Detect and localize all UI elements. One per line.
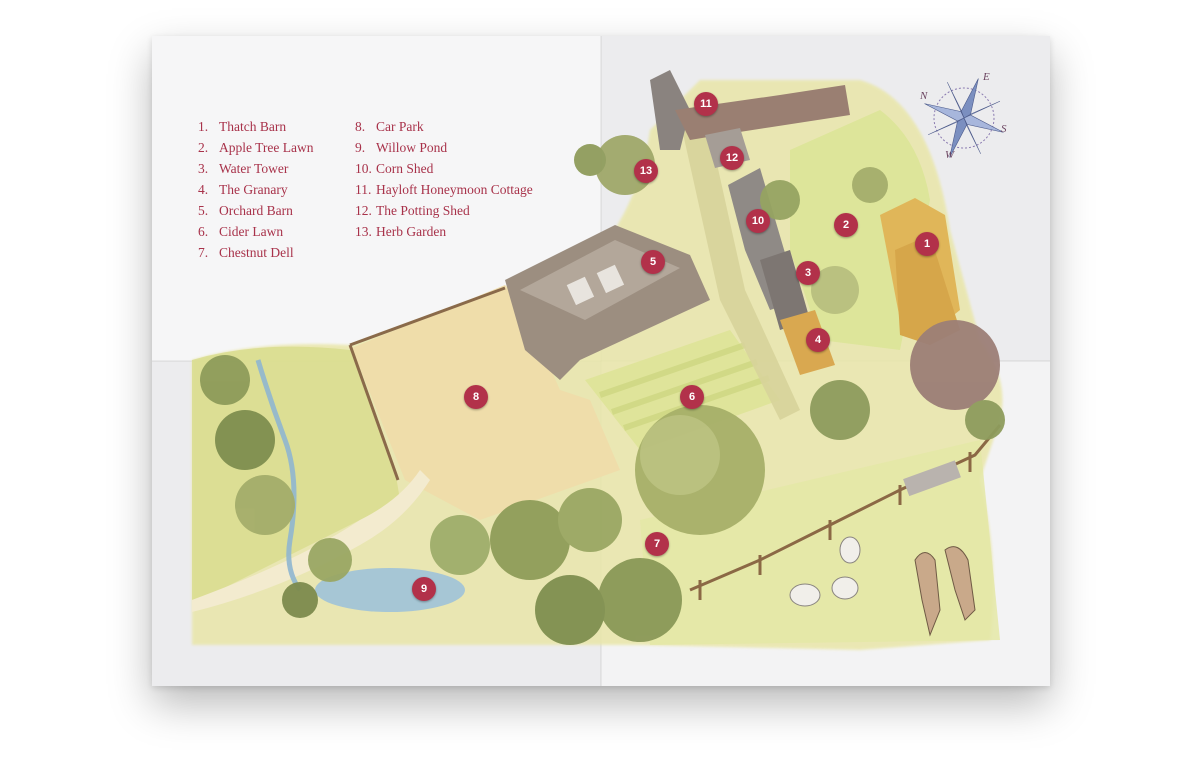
legend-column-1: 1. Thatch Barn 2. Apple Tree Lawn 3. Water … xyxy=(198,116,314,263)
legend-item[interactable]: 10. Corn Shed xyxy=(355,158,533,179)
map-pin-willow-pond[interactable]: 9 xyxy=(412,577,436,601)
legend-item[interactable]: 13. Herb Garden xyxy=(355,221,533,242)
stream xyxy=(255,359,303,592)
car-park-fence-left xyxy=(348,344,400,481)
footpath xyxy=(192,470,430,612)
map-pin-corn-shed[interactable]: 10 xyxy=(746,209,770,233)
map-pin-orchard-barn[interactable]: 5 xyxy=(641,250,665,274)
car-park-fence xyxy=(349,286,506,347)
legend-label: Corn Shed xyxy=(376,161,434,176)
legend-label: Herb Garden xyxy=(376,224,447,239)
legend-item[interactable]: 1. Thatch Barn xyxy=(198,116,314,137)
compass-north-label: N xyxy=(919,90,928,102)
map-pin-cider-lawn[interactable]: 6 xyxy=(680,385,704,409)
farm-lane xyxy=(680,110,800,420)
map-pin-herb-garden[interactable]: 13 xyxy=(634,159,658,183)
legend-column-2: 8. Car Park 9. Willow Pond 10. Corn Shed 11… xyxy=(355,116,533,242)
map-pin-apple-tree-lawn[interactable]: 2 xyxy=(834,213,858,237)
legend-item[interactable]: 7. Chestnut Dell xyxy=(198,242,314,263)
map-pin-car-park[interactable]: 8 xyxy=(464,385,488,409)
legend-item[interactable]: 3. Water Tower xyxy=(198,158,314,179)
left-field xyxy=(192,346,400,600)
water-trough xyxy=(903,460,961,497)
legend-item[interactable]: 6. Cider Lawn xyxy=(198,221,314,242)
legend-number: 8. xyxy=(355,119,366,134)
hayloft-cottage-building xyxy=(650,70,850,150)
compass-rose-icon: N E S W xyxy=(919,71,1007,161)
map-pin-the-granary[interactable]: 4 xyxy=(806,328,830,352)
map-pin-the-potting-shed[interactable]: 12 xyxy=(720,146,744,170)
legend-number: 6. xyxy=(198,224,209,239)
legend-item[interactable]: 5. Orchard Barn xyxy=(198,200,314,221)
map-pin-thatch-barn[interactable]: 1 xyxy=(915,232,939,256)
legend-number: 1. xyxy=(198,119,209,134)
map-pin-water-tower[interactable]: 3 xyxy=(796,261,820,285)
legend-number: 5. xyxy=(198,203,209,218)
legend-item[interactable]: 8. Car Park xyxy=(355,116,533,137)
legend-label: Chestnut Dell xyxy=(219,245,294,260)
legend-label: Hayloft Honeymoon Cottage xyxy=(376,182,533,197)
map-pin-chestnut-dell[interactable]: 7 xyxy=(645,532,669,556)
sheep xyxy=(789,536,861,607)
legend-number: 7. xyxy=(198,245,209,260)
legend-label: The Granary xyxy=(219,182,288,197)
legend-item[interactable]: 4. The Granary xyxy=(198,179,314,200)
legend-label: The Potting Shed xyxy=(376,203,470,218)
legend-label: Car Park xyxy=(376,119,424,134)
legend-number: 2. xyxy=(198,140,209,155)
legend-number: 11. xyxy=(355,182,372,197)
compass-south-label: S xyxy=(1001,123,1007,135)
legend-number: 12. xyxy=(355,203,372,218)
legend-number: 10. xyxy=(355,161,372,176)
legend-number: 13. xyxy=(355,224,372,239)
legend-item[interactable]: 2. Apple Tree Lawn xyxy=(198,137,314,158)
legend-item[interactable]: 12. The Potting Shed xyxy=(355,200,533,221)
legend-number: 3. xyxy=(198,161,209,176)
legend-label: Apple Tree Lawn xyxy=(219,140,314,155)
paddock-fence xyxy=(689,424,1002,592)
thatch-barn-building xyxy=(880,198,960,345)
map-pin-hayloft-honeymoon-cottage[interactable]: 11 xyxy=(694,92,718,116)
legend-label: Cider Lawn xyxy=(219,224,284,239)
compass-west-label: W xyxy=(945,149,955,161)
trees xyxy=(200,135,1005,645)
legend-item[interactable]: 9. Willow Pond xyxy=(355,137,533,158)
legend-number: 9. xyxy=(355,140,366,155)
legend-label: Thatch Barn xyxy=(219,119,287,134)
legend-label: Orchard Barn xyxy=(219,203,293,218)
legend-item[interactable]: 11. Hayloft Honeymoon Cottage xyxy=(355,179,533,200)
horses xyxy=(914,546,976,637)
legend-label: Willow Pond xyxy=(376,140,448,155)
water-tower-building xyxy=(760,250,810,330)
legend-label: Water Tower xyxy=(219,161,289,176)
legend-number: 4. xyxy=(198,182,209,197)
compass-east-label: E xyxy=(982,71,990,83)
